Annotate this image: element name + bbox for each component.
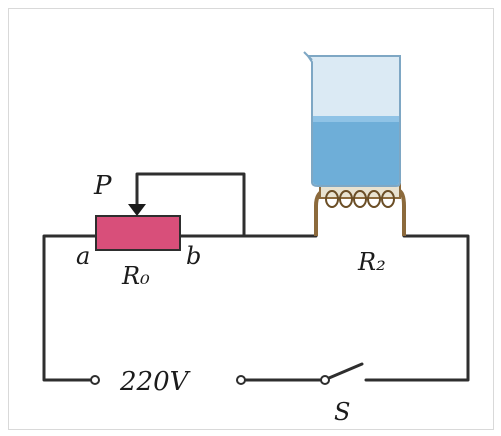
label-rheostat: R₀ [121,262,150,290]
rheostat-body [95,215,181,251]
wire-left [42,234,98,382]
label-end-b: b [186,242,201,270]
wire-right [364,234,470,382]
label-slider: P [93,171,112,201]
diagram-frame [8,8,494,430]
switch [320,362,364,385]
terminal-left [90,375,100,385]
label-switch: S [334,398,350,426]
wire-slider [135,172,246,238]
terminal-right [236,375,246,385]
circuit-wires [42,172,470,382]
label-end-a: a [76,242,90,270]
label-heater: R₂ [357,248,386,276]
beaker-icon [303,51,401,187]
heater-element [314,183,406,236]
slider-arrow-icon [128,204,146,216]
label-voltage: 220V [119,367,191,397]
water [313,118,399,185]
